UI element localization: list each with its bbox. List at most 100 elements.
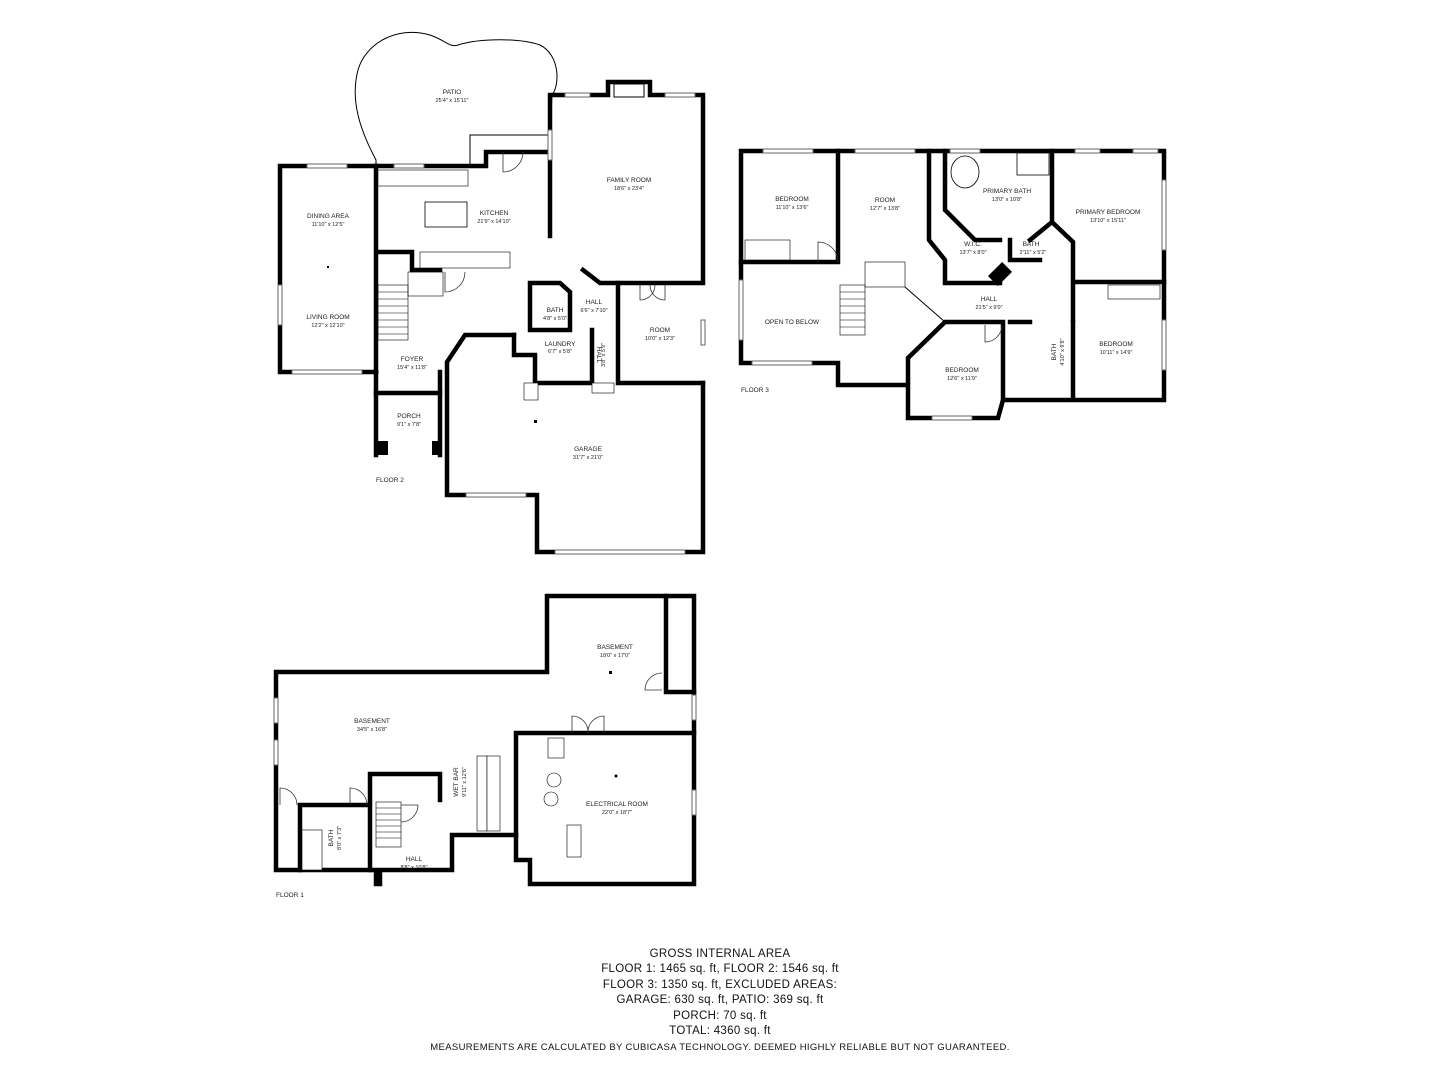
porch-column-right: [432, 441, 442, 455]
window: [1132, 148, 1159, 154]
patio-outline: [354, 31, 558, 166]
wet-bar-counter: [476, 755, 488, 832]
room-dims: 12'2" x 12'10": [311, 323, 344, 329]
window: [664, 92, 696, 98]
floor-3-plan: BEDROOM 11'10" x 13'6" ROOM 12'7" x 13'8…: [738, 148, 1167, 421]
room-dims: 25'4" x 15'11": [436, 98, 469, 104]
floor-1-outer-walls: [273, 593, 697, 887]
electrical-panel: [543, 791, 559, 807]
garage-door: [554, 549, 686, 555]
furnace: [566, 824, 582, 858]
room-dims: 11'10" x 12'5": [312, 222, 345, 228]
room-dims: 10'11" x 14'9": [1100, 350, 1133, 356]
window: [564, 92, 591, 98]
window: [1074, 148, 1101, 154]
room-dims: 9'11" x 12'6": [462, 767, 468, 797]
room-name: BEDROOM: [945, 367, 979, 374]
window: [277, 284, 283, 326]
window: [691, 694, 697, 721]
summary-title: GROSS INTERNAL AREA: [649, 948, 791, 960]
room-dims: 31'7" x 21'0": [573, 455, 603, 461]
room-dims: 12'7" x 13'8": [870, 206, 900, 212]
window: [738, 279, 744, 341]
floor-1-interior-walls: [297, 593, 697, 873]
dining-living-walls: [277, 163, 379, 375]
room-name: PRIMARY BATH: [983, 188, 1031, 195]
room-name: ELECTRICAL ROOM: [586, 801, 648, 808]
water-heater: [547, 737, 565, 759]
room-dims: 13'0" x 10'8": [992, 197, 1022, 203]
floor-label: FLOOR 2: [376, 477, 404, 484]
window: [691, 789, 697, 816]
room-dims: 13'7" x 8'0": [959, 250, 986, 256]
summary-line: PORCH: 70 sq. ft: [673, 1009, 767, 1022]
room-name: PRIMARY BEDROOM: [1076, 209, 1141, 216]
window: [273, 697, 279, 724]
room-dims: 12'6" x 11'9": [947, 376, 977, 382]
ceiling-fixture: [609, 671, 612, 674]
room-dims: 10'0" x 12'3": [645, 336, 675, 342]
door: [644, 672, 663, 691]
floor-1-plan: BASEMENT 18'0" x 17'0" BASEMENT 34'5" x …: [273, 593, 697, 899]
room-dims: 11'10" x 13'6": [776, 205, 809, 211]
room-name: HALL: [981, 296, 998, 303]
room-name: WET BAR: [453, 767, 460, 797]
door: [400, 804, 419, 823]
door: [639, 284, 666, 301]
ceiling-fixture: [534, 420, 537, 423]
foyer-walls: [373, 369, 443, 396]
room-name: W.I.C.: [964, 241, 982, 248]
room-name: BEDROOM: [775, 196, 809, 203]
ceiling-fixture: [327, 266, 329, 268]
room-name: GARAGE: [574, 446, 602, 453]
utility-box: [523, 382, 539, 401]
closet: [744, 239, 791, 261]
room-name: FAMILY ROOM: [607, 177, 652, 184]
window: [751, 360, 813, 366]
room-dims: 2'11" x 5'2": [1020, 250, 1047, 256]
room-name: PATIO: [443, 89, 462, 96]
chimney-block: [987, 261, 1013, 287]
window: [393, 163, 425, 169]
stairs: [839, 261, 906, 336]
room-dims: 3'8" x 5'9": [601, 343, 607, 367]
room-name: BATH: [547, 307, 564, 314]
room-name: FOYER: [401, 356, 424, 363]
room-dims: 18'6" x 23'4": [614, 186, 644, 192]
room-dims: 21'5" x 9'0": [975, 305, 1002, 311]
porch-column-left: [374, 441, 388, 455]
summary-total: TOTAL: 4360 sq. ft: [669, 1025, 771, 1038]
door: [502, 151, 524, 173]
room-dims: 4'10" x 9'8": [1060, 338, 1066, 365]
room-dims: 18'0" x 17'0": [600, 653, 630, 659]
floor-3-interior-walls: [738, 148, 1167, 325]
window: [854, 148, 916, 154]
room-name: KITCHEN: [480, 210, 509, 217]
disclaimer: MEASUREMENTS ARE CALCULATED BY CUBICASA …: [430, 1042, 1010, 1054]
room-dims: 9'1" x 7'8": [397, 422, 421, 428]
ceiling-fixture: [614, 774, 618, 778]
room-dims: 34'5" x 16'8": [357, 727, 387, 733]
room-name: ROOM: [875, 197, 895, 204]
shower: [301, 829, 323, 871]
kitchen-counter: [377, 169, 469, 187]
room-name: HALL: [586, 299, 603, 306]
utility-box: [591, 382, 615, 394]
room-name: LAUNDRY: [545, 341, 577, 348]
room-name: LIVING ROOM: [306, 314, 349, 321]
door: [817, 241, 839, 263]
wet-bar-counter: [486, 755, 501, 832]
window: [1161, 319, 1167, 371]
room-name: HALL: [595, 347, 602, 364]
room-name: BATH: [328, 829, 335, 846]
summary-line: GARAGE: 630 sq. ft, PATIO: 369 sq. ft: [616, 994, 824, 1007]
summary-line: FLOOR 1: 1465 sq. ft, FLOOR 2: 1546 sq. …: [601, 963, 839, 976]
floor-label: FLOOR 3: [741, 387, 769, 394]
railing: [904, 286, 946, 323]
window: [762, 148, 814, 154]
room-name: OPEN TO BELOW: [765, 319, 820, 326]
room-name: BATH: [1051, 343, 1058, 360]
window: [273, 739, 279, 766]
stairs: [377, 271, 444, 341]
